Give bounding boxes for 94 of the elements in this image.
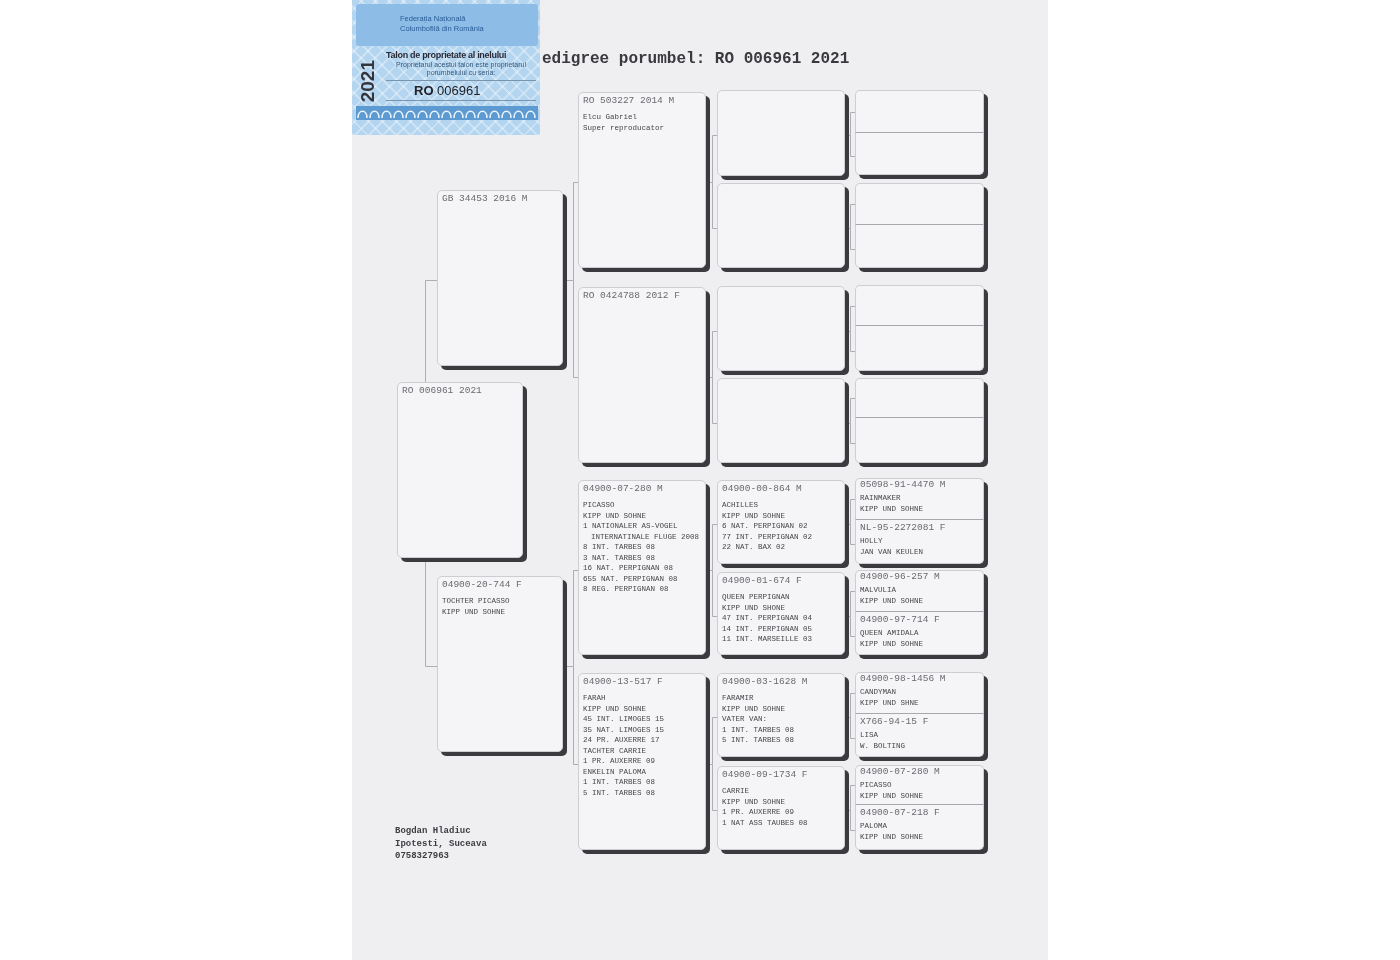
- sticker-heading: Talon de proprietate al inelului: [386, 49, 507, 61]
- pedigree-card: [855, 478, 988, 520]
- connector-line: [850, 717, 856, 739]
- connector-line: [573, 280, 579, 378]
- connector-line: [712, 570, 718, 617]
- connector-line: [850, 228, 856, 250]
- ring-number: 04900-96-257 M: [860, 571, 940, 583]
- pedigree-card: [437, 576, 567, 756]
- pedigree-card: [437, 190, 567, 370]
- connector-line: [709, 570, 713, 571]
- ring-number: 04900-97-714 F: [860, 614, 940, 626]
- pedigree-card: [855, 765, 988, 805]
- sticker-year: 2021: [358, 60, 378, 103]
- empty-pedigree-card: [717, 286, 849, 375]
- ring-number: X766-94-15 F: [860, 716, 929, 728]
- contact-text: Bogdan Hladiuc: [395, 825, 471, 838]
- pedigree-card: [717, 766, 849, 854]
- empty-pedigree-card: [855, 225, 988, 272]
- connector-line: [712, 377, 718, 424]
- connector-line: [850, 398, 856, 424]
- connector-line: [712, 717, 718, 765]
- pedigree-card: [397, 382, 527, 562]
- pedigree-card: [578, 673, 710, 854]
- ring-serial: RO 006961: [386, 80, 536, 101]
- connector-line: [850, 331, 856, 352]
- empty-pedigree-card: [717, 90, 849, 180]
- connector-line: [850, 112, 856, 136]
- empty-pedigree-card: [855, 133, 988, 179]
- ring-number: 04900-07-280 M: [860, 766, 940, 778]
- pedigree-card: [855, 520, 988, 568]
- connector-line: [712, 764, 718, 811]
- connector-line: [566, 666, 574, 667]
- connector-line: [850, 499, 856, 525]
- pedigree-card: [855, 672, 988, 714]
- ring-number: 04900-07-280 M: [583, 483, 663, 495]
- empty-pedigree-card: [855, 285, 988, 326]
- connector-line: [712, 135, 718, 183]
- connector-line: [850, 693, 856, 718]
- pedigree-card: [717, 673, 849, 761]
- connector-line: [850, 616, 856, 637]
- connector-line: [850, 135, 856, 157]
- connector-line: [712, 524, 718, 571]
- connector-line: [850, 785, 856, 811]
- ownership-sticker: [352, 0, 540, 135]
- connector-line: [709, 764, 713, 765]
- empty-pedigree-card: [717, 183, 849, 272]
- connector-line: [573, 182, 579, 281]
- pedigree-card: [717, 480, 849, 568]
- contact-text: 0758327963: [395, 850, 449, 863]
- ring-number: RO 503227 2014 M: [583, 95, 675, 107]
- connector-line: [850, 810, 856, 831]
- pedigree-card: [578, 92, 710, 272]
- empty-pedigree-card: [855, 90, 988, 133]
- connector-line: [850, 204, 856, 229]
- ring-number: GB 34453 2016 M: [442, 193, 528, 205]
- pedigree-card: [855, 714, 988, 761]
- ring-number: RO 006961 2021: [402, 385, 482, 397]
- connector-line: [425, 280, 438, 383]
- connector-line: [712, 331, 718, 378]
- connector-line: [566, 280, 574, 281]
- ring-number: 04900-03-1628 M: [722, 676, 808, 688]
- pedigree-card: [855, 612, 988, 659]
- empty-pedigree-card: [855, 418, 988, 467]
- ring-number: 04900-01-674 F: [722, 575, 802, 587]
- empty-pedigree-card: [717, 378, 849, 467]
- connector-line: [850, 423, 856, 444]
- empty-pedigree-card: [855, 378, 988, 418]
- empty-pedigree-card: [855, 183, 988, 225]
- pedigree-card: [578, 480, 710, 659]
- pedigree-card: [578, 287, 710, 467]
- ring-number: 04900-00-864 M: [722, 483, 802, 495]
- pedigree-card: [717, 572, 849, 659]
- ring-number: NL-95-2272081 F: [860, 522, 946, 534]
- ring-number: 04900-09-1734 F: [722, 769, 808, 781]
- connector-line: [850, 306, 856, 332]
- ring-number: 04900-13-517 F: [583, 676, 663, 688]
- ring-number: 05098-91-4470 M: [860, 479, 946, 491]
- pedigree-card: [855, 570, 988, 612]
- connector-line: [425, 561, 438, 667]
- contact-text: Ipotesti, Suceava: [395, 837, 487, 850]
- ring-number: 04900-98-1456 M: [860, 673, 946, 685]
- connector-line: [573, 570, 579, 667]
- connector-line: [712, 182, 718, 229]
- connector-line: [850, 524, 856, 545]
- empty-pedigree-card: [855, 326, 988, 375]
- connector-line: [850, 591, 856, 617]
- connector-line: [709, 182, 713, 183]
- ring-number: RO 0424788 2012 F: [583, 290, 680, 302]
- connector-line: [709, 377, 713, 378]
- pedigree-card: [855, 805, 988, 854]
- connector-line: [573, 666, 579, 765]
- ring-number: 04900-20-744 F: [442, 579, 522, 591]
- page-title: edigree porumbel: RO 006961 2021: [542, 49, 850, 69]
- ring-number: 04900-07-218 F: [860, 807, 940, 819]
